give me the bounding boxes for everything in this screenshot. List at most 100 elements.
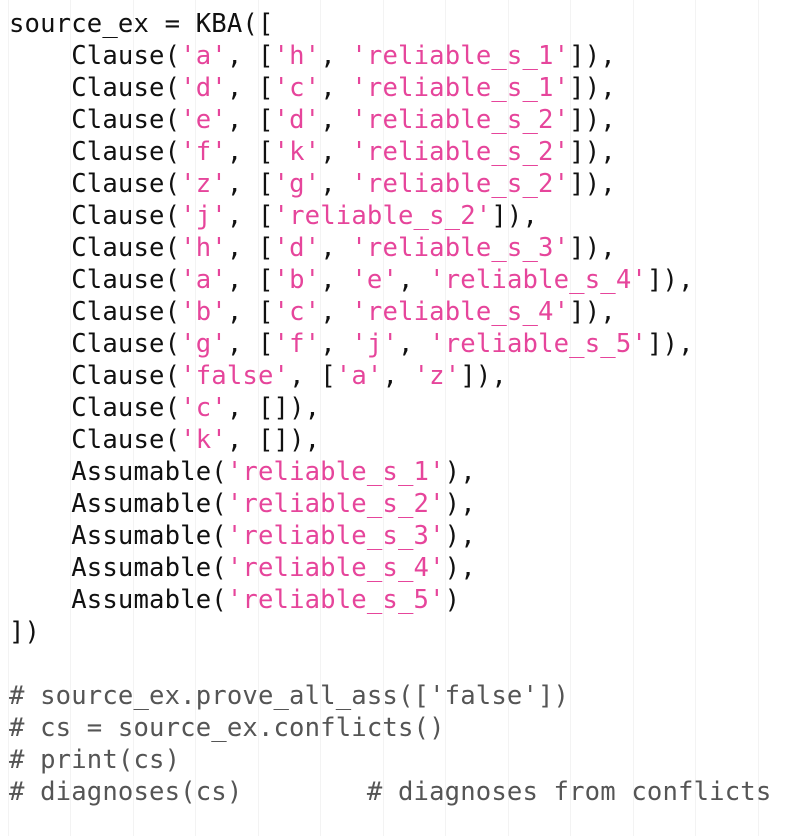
string-literal: 'a' [335, 361, 383, 391]
string-literal: 'h' [273, 41, 321, 71]
string-literal: 'f' [180, 137, 227, 167]
string-literal: 'reliable_s_5' [429, 329, 647, 359]
indent-guide [133, 0, 134, 836]
code-token: Clause( [9, 105, 181, 135]
string-literal: 'j' [180, 201, 227, 231]
code-token: , [ [289, 361, 336, 391]
string-literal: 'reliable_s_4' [226, 553, 445, 583]
string-literal: 'c' [273, 297, 321, 327]
code-token: , [320, 265, 352, 295]
code-token: , [320, 73, 352, 103]
string-literal: 'k' [180, 425, 227, 455]
indent-guide [320, 0, 321, 836]
code-token: ) [444, 585, 461, 615]
code-token: , [ [226, 297, 274, 327]
code-token: Clause( [9, 393, 181, 423]
code-token: Clause( [9, 41, 181, 71]
code-line: Clause('f', ['k', 'reliable_s_2']), [9, 136, 771, 168]
string-literal: 'z' [180, 169, 227, 199]
string-literal: 'reliable_s_5' [226, 585, 445, 615]
code-token: , [320, 329, 352, 359]
code-token: ), [444, 489, 476, 519]
indent-guide [8, 0, 9, 836]
code-token: , [ [226, 73, 274, 103]
string-literal: 'reliable_s_2' [273, 201, 492, 231]
string-literal: 'e' [351, 265, 399, 295]
code-line: Assumable('reliable_s_2'), [9, 488, 771, 520]
code-token: ]), [646, 329, 694, 359]
code-token: ]) [9, 617, 41, 647]
code-token: Clause( [9, 361, 181, 391]
code-token: ]), [460, 361, 507, 391]
code-token: , [ [226, 329, 274, 359]
code-token: ]), [646, 265, 694, 295]
code-line: Clause('b', ['c', 'reliable_s_4']), [9, 296, 771, 328]
code-token: , [398, 329, 430, 359]
code-line: Assumable('reliable_s_1'), [9, 456, 771, 488]
code-line: Clause('g', ['f', 'j', 'reliable_s_5']), [9, 328, 771, 360]
code-token: , [320, 41, 352, 71]
indent-guide [633, 0, 634, 836]
string-literal: 'reliable_s_3' [226, 521, 445, 551]
code-token: , [320, 297, 352, 327]
indent-guide [508, 0, 509, 836]
string-literal: 'c' [180, 393, 227, 423]
code-token: Assumable( [9, 457, 227, 487]
indent-guide [70, 0, 71, 836]
code-token: , [ [226, 105, 274, 135]
string-literal: 'b' [273, 265, 321, 295]
string-literal: 'reliable_s_4' [429, 265, 647, 295]
code-block[interactable]: source_ex = KBA([ Clause('a', ['h', 'rel… [9, 8, 771, 808]
code-token: , [ [226, 201, 274, 231]
string-literal: 'e' [180, 105, 227, 135]
string-literal: 'reliable_s_2' [351, 105, 570, 135]
code-line: Clause('j', ['reliable_s_2']), [9, 200, 771, 232]
comment: # diagnoses(cs) # diagnoses from conflic… [9, 777, 772, 807]
code-token: Clause( [9, 201, 181, 231]
code-token: Assumable( [9, 521, 227, 551]
code-token: ), [444, 457, 476, 487]
code-token: , [398, 265, 430, 295]
string-literal: 'd' [273, 105, 321, 135]
indent-guide [258, 0, 259, 836]
comment: # print(cs) [9, 745, 181, 775]
code-token: ]), [569, 137, 616, 167]
string-literal: 'reliable_s_1' [226, 457, 445, 487]
code-token: Assumable( [9, 553, 227, 583]
code-token: Assumable( [9, 585, 227, 615]
code-token: , [382, 361, 414, 391]
string-literal: 'h' [180, 233, 227, 263]
string-literal: 'z' [413, 361, 461, 391]
code-token: Assumable( [9, 489, 227, 519]
code-token: Clause( [9, 169, 181, 199]
code-token: , [320, 169, 352, 199]
code-line [9, 648, 771, 680]
string-literal: 'f' [273, 329, 321, 359]
comment: # source_ex.prove_all_ass(['false']) [9, 681, 570, 711]
string-literal: 'd' [273, 233, 321, 263]
comment-line: # source_ex.prove_all_ass(['false']) [9, 680, 771, 712]
comment-line: # diagnoses(cs) # diagnoses from conflic… [9, 776, 771, 808]
code-token: ]), [569, 73, 616, 103]
string-literal: 'reliable_s_1' [351, 41, 570, 71]
code-line: Clause('d', ['c', 'reliable_s_1']), [9, 72, 771, 104]
string-literal: 'reliable_s_4' [351, 297, 570, 327]
code-line: source_ex = KBA([ [9, 8, 771, 40]
code-token: Clause( [9, 73, 181, 103]
indent-guide [445, 0, 446, 836]
code-token: , [ [226, 233, 274, 263]
code-token: ]), [569, 41, 616, 71]
string-literal: 'b' [180, 297, 227, 327]
string-literal: 'j' [351, 329, 399, 359]
code-token: , [ [226, 169, 274, 199]
string-literal: 'reliable_s_2' [351, 137, 570, 167]
code-token: Clause( [9, 425, 181, 455]
code-line: Assumable('reliable_s_4'), [9, 552, 771, 584]
comment: # cs = source_ex.conflicts() [9, 713, 445, 743]
code-token: , [320, 233, 352, 263]
code-token: Clause( [9, 265, 181, 295]
code-line: Clause('k', []), [9, 424, 771, 456]
string-literal: 'a' [180, 265, 227, 295]
code-line: Assumable('reliable_s_5') [9, 584, 771, 616]
